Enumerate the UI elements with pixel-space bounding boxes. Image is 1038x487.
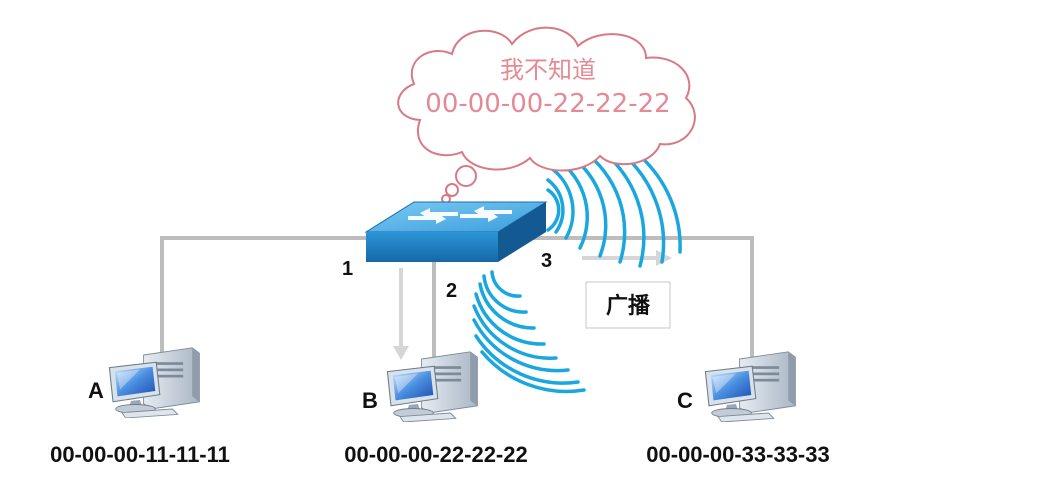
cloud-text-line1: 我不知道: [500, 56, 596, 84]
host-label-a: A: [88, 378, 104, 403]
arrow-down-to-b: [393, 268, 409, 360]
network-switch-icon: [364, 201, 548, 262]
broadcast-label-box: [585, 281, 671, 329]
port-label-1: 1: [342, 258, 353, 280]
thought-cloud: [397, 26, 696, 204]
computer-icon: [704, 351, 796, 422]
cable-to-a: [160, 236, 372, 355]
arrow-right-to-c: [582, 250, 672, 266]
computer-icon: [108, 347, 200, 418]
host-b-mac: 00-00-00-22-22-22: [344, 442, 527, 467]
host-a-mac: 00-00-00-11-11-11: [50, 442, 230, 467]
broadcast-label: 广播: [606, 293, 651, 318]
computer-icon: [386, 351, 478, 422]
port-label-3: 3: [541, 250, 552, 272]
host-label-c: C: [677, 388, 693, 413]
broadcast-waves-down: [472, 270, 586, 394]
cable-to-c: [520, 236, 754, 360]
cloud-text-mac: 00-00-00-22-22-22: [425, 89, 670, 119]
host-c-mac: 00-00-00-33-33-33: [646, 442, 829, 467]
port-label-2: 2: [446, 280, 457, 302]
host-label-b: B: [362, 388, 378, 413]
